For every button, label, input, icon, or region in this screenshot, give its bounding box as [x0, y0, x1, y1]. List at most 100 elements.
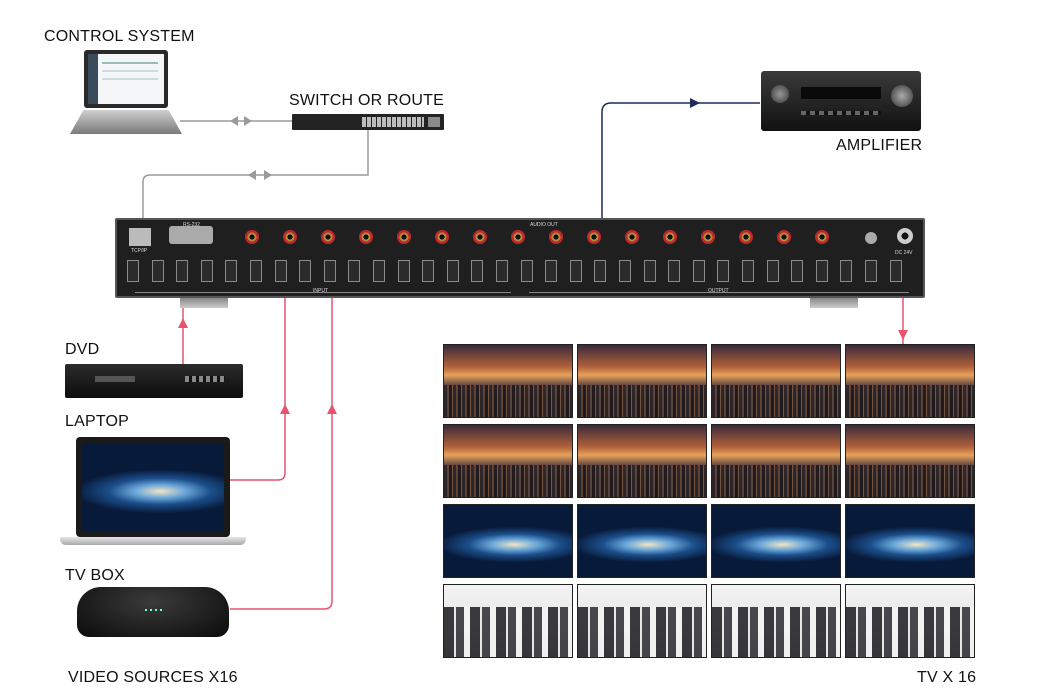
hdmi-input-port	[373, 260, 385, 282]
control-laptop	[70, 50, 182, 136]
hdmi-matrix: TCP/IP RS-232 AUDIO OUT INPUT OUTPUT DC …	[115, 218, 925, 298]
dvd-player	[65, 364, 243, 398]
hdmi-input-port	[323, 260, 336, 282]
hdmi-input-port	[200, 260, 213, 282]
hdmi-output-port	[569, 260, 582, 282]
video-sources-label: VIDEO SOURCES X16	[68, 669, 238, 686]
hdmi-input-port	[250, 260, 262, 282]
audio-out-port	[549, 230, 563, 244]
tv-screen	[711, 424, 841, 498]
hdmi-output-port	[742, 260, 754, 282]
arrow-up	[280, 404, 290, 414]
hdmi-input-port	[471, 260, 484, 282]
tv-screen	[443, 344, 573, 418]
arrow-right	[690, 98, 700, 108]
hdmi-input-port	[151, 260, 164, 282]
arrow-up	[327, 404, 337, 414]
tv-screen	[443, 584, 573, 658]
ground-screw	[865, 232, 877, 244]
hdmi-output-port	[865, 260, 877, 282]
tv-screen	[577, 344, 707, 418]
tv-screen	[443, 424, 573, 498]
dc-label: DC 24V	[895, 250, 913, 256]
tv-box-device	[77, 587, 229, 637]
audio-out-port	[625, 230, 639, 244]
arrow-right	[244, 116, 252, 126]
hdmi-input-port	[225, 260, 238, 282]
arrow-up	[178, 318, 188, 328]
tv-screen	[443, 504, 573, 578]
tv-screen	[577, 424, 707, 498]
switch-label: SWITCH OR ROUTE	[289, 92, 444, 109]
hdmi-output-port	[619, 260, 631, 282]
hdmi-input-port	[274, 260, 287, 282]
audio-out-port	[283, 230, 297, 244]
arrow-left	[248, 170, 256, 180]
rs232-port	[169, 226, 213, 244]
tv-box-label: TV BOX	[65, 567, 125, 584]
audio-out-port	[359, 230, 373, 244]
tv-screen	[711, 504, 841, 578]
arrow-right	[264, 170, 272, 180]
hdmi-input-port	[348, 260, 361, 282]
hdmi-output-port	[545, 260, 558, 282]
hdmi-input-port	[422, 260, 435, 282]
audio-out-port	[663, 230, 677, 244]
output-line	[529, 292, 909, 293]
amplifier-label: AMPLIFIER	[836, 137, 923, 154]
tv-screen	[577, 584, 707, 658]
tv-screen	[711, 344, 841, 418]
audio-out-port	[321, 230, 335, 244]
dvd-label: DVD	[65, 341, 100, 358]
tv-screen	[845, 584, 975, 658]
hdmi-input-port	[496, 260, 508, 282]
tv-screen	[711, 584, 841, 658]
audio-out-port	[511, 230, 525, 244]
audio-out-port	[245, 230, 259, 244]
arrow-left	[230, 116, 238, 126]
audio-out-port	[473, 230, 487, 244]
tcpip-label: TCP/IP	[131, 248, 148, 254]
hdmi-output-port	[594, 260, 607, 282]
audio-out-label: AUDIO OUT	[530, 222, 558, 228]
hdmi-input-port	[176, 260, 189, 282]
hdmi-output-port	[520, 260, 533, 282]
tv-count-label: TV X 16	[917, 669, 977, 686]
arrow-down	[898, 330, 908, 340]
tv-screen	[845, 424, 975, 498]
video-wire-tvbox	[230, 280, 333, 610]
audio-out-port	[587, 230, 601, 244]
tv-screen	[577, 504, 707, 578]
matrix-foot-right	[810, 298, 858, 308]
audio-out-port	[815, 230, 829, 244]
source-laptop	[60, 437, 246, 549]
audio-out-port	[397, 230, 411, 244]
rj45-port	[129, 228, 151, 246]
hdmi-output-port	[717, 260, 730, 282]
hdmi-output-port	[766, 260, 779, 282]
hdmi-output-port	[791, 260, 804, 282]
audio-wire-amplifier	[601, 102, 760, 228]
hdmi-input-port	[127, 260, 139, 282]
hdmi-output-port	[889, 260, 902, 282]
input-line	[135, 292, 511, 293]
video-wire-laptop	[228, 280, 286, 481]
hdmi-output-port	[692, 260, 705, 282]
tv-screen	[845, 344, 975, 418]
hdmi-output-port	[815, 260, 828, 282]
input-label: INPUT	[313, 288, 328, 294]
hdmi-input-port	[397, 260, 410, 282]
network-switch	[292, 114, 444, 130]
hdmi-output-port	[840, 260, 853, 282]
audio-out-port	[777, 230, 791, 244]
laptop-label: LAPTOP	[65, 413, 130, 430]
hdmi-output-port	[643, 260, 656, 282]
rs232-label: RS-232	[183, 222, 200, 228]
hdmi-input-port	[446, 260, 459, 282]
tv-screen	[845, 504, 975, 578]
audio-out-port	[701, 230, 715, 244]
audio-out-port	[739, 230, 753, 244]
hdmi-input-port	[299, 260, 312, 282]
audio-out-port	[435, 230, 449, 244]
